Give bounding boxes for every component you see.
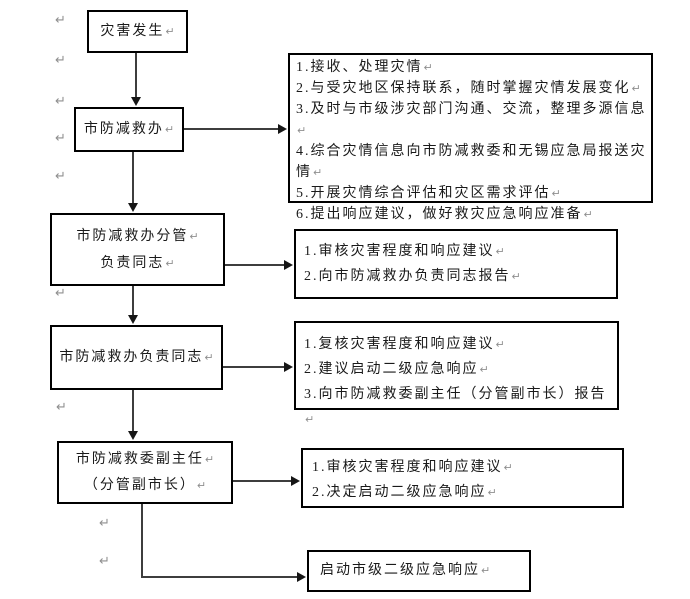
task-item: 3.及时与市级涉灾部门沟通、交流，整理多源信息↵ (296, 102, 647, 137)
connector-office-to-tasks (184, 128, 278, 130)
task-item: 2.向市防减救办负责同志报告↵ (304, 269, 521, 284)
arrow-down-icon (128, 203, 138, 212)
line-return-mark: ↵ (631, 82, 641, 95)
line-return-mark: ↵ (551, 187, 561, 200)
connector-vice-director-to-tasks (233, 480, 291, 482)
node-vice-director-tasks: 1.审核灾害程度和响应建议↵ 2.决定启动二级应急响应↵ (301, 448, 624, 508)
node-label: 市防减救办负责同志↵ (59, 349, 214, 365)
line-return-mark: ↵ (495, 338, 505, 351)
node-label: （分管副市长）↵ (83, 477, 207, 493)
node-label: 负责同志↵ (100, 255, 175, 271)
task-item: 1.接收、处理灾情↵ (296, 60, 433, 75)
node-city-office: 市防减救办↵ (74, 107, 184, 152)
arrow-right-icon (278, 124, 287, 134)
paragraph-return-mark: ↵ (55, 131, 66, 146)
line-return-mark: ↵ (165, 24, 175, 38)
task-item: 5.开展灾情综合评估和灾区需求评估↵ (296, 186, 561, 201)
connector-to-activate-response (141, 576, 297, 578)
line-return-mark: ↵ (196, 478, 207, 492)
line-return-mark: ↵ (204, 350, 214, 364)
paragraph-return-mark: ↵ (55, 286, 66, 301)
line-return-mark: ↵ (487, 486, 497, 499)
connector-vice-director-down (141, 504, 143, 578)
node-deputy-review-tasks: 1.审核灾害程度和响应建议↵ 2.向市防减救办负责同志报告↵ (294, 229, 618, 299)
connector-lead-to-vice-director (132, 390, 134, 431)
line-return-mark: ↵ (479, 363, 489, 376)
connector-deputy-to-tasks (225, 264, 284, 266)
line-return-mark: ↵ (423, 61, 433, 74)
task-item: 3.向市防减救委副主任（分管副市长）报告↵ (304, 387, 607, 426)
line-return-mark: ↵ (495, 245, 505, 258)
line-return-mark: ↵ (503, 461, 513, 474)
paragraph-return-mark: ↵ (55, 53, 66, 68)
arrow-right-icon (284, 362, 293, 372)
node-office-deputy-lead: 市防减救办分管↵ 负责同志↵ (50, 213, 225, 286)
line-return-mark: ↵ (511, 270, 521, 283)
task-item: 4.综合灾情信息向市防减救委和无锡应急局报送灾情↵ (296, 144, 647, 180)
node-activate-level2-response: 启动市级二级应急响应↵ (307, 550, 531, 592)
task-item: 1.审核灾害程度和响应建议↵ (312, 460, 513, 475)
node-label: 启动市级二级应急响应↵ (320, 563, 491, 578)
task-item: 6.提出响应建议，做好救灾应急响应准备↵ (296, 207, 593, 222)
arrow-down-icon (128, 431, 138, 440)
line-return-mark: ↵ (164, 122, 175, 136)
line-return-mark: ↵ (189, 229, 199, 243)
connector-start-to-office (135, 53, 137, 97)
paragraph-return-mark: ↵ (99, 554, 110, 569)
arrow-right-icon (284, 260, 293, 270)
paragraph-return-mark: ↵ (56, 400, 67, 415)
task-item: 2.建议启动二级应急响应↵ (304, 362, 489, 377)
arrow-right-icon (291, 476, 300, 486)
connector-lead-to-tasks (223, 366, 284, 368)
task-item: 1.复核灾害程度和响应建议↵ (304, 337, 505, 352)
arrow-right-icon (297, 572, 306, 582)
line-return-mark: ↵ (204, 452, 215, 466)
paragraph-return-mark: ↵ (99, 516, 110, 531)
node-label: 市防减救办↵ (83, 121, 175, 137)
line-return-mark: ↵ (583, 208, 593, 221)
node-office-tasks: 1.接收、处理灾情↵ 2.与受灾地区保持联系，随时掌握灾情发展变化↵ 3.及时与… (288, 53, 653, 222)
arrow-down-icon (128, 315, 138, 324)
node-label: 市防减救委副主任↵ (75, 451, 215, 467)
line-return-mark: ↵ (305, 413, 315, 426)
arrow-down-icon (131, 97, 141, 106)
connector-office-to-deputy (132, 152, 134, 203)
line-return-mark: ↵ (165, 256, 175, 270)
node-label: 灾害发生↵ (100, 23, 175, 39)
connector-deputy-to-lead (132, 286, 134, 315)
paragraph-return-mark: ↵ (55, 94, 66, 109)
node-lead-review-tasks: 1.复核灾害程度和响应建议↵ 2.建议启动二级应急响应↵ 3.向市防减救委副主任… (294, 321, 619, 426)
task-item: 2.与受灾地区保持联系，随时掌握灾情发展变化↵ (296, 81, 641, 96)
line-return-mark: ↵ (297, 124, 307, 137)
line-return-mark: ↵ (313, 166, 323, 179)
line-return-mark: ↵ (481, 564, 491, 577)
task-item: 2.决定启动二级应急响应↵ (312, 485, 497, 500)
paragraph-return-mark: ↵ (55, 13, 66, 28)
node-office-lead: 市防减救办负责同志↵ (50, 325, 223, 390)
paragraph-return-mark: ↵ (55, 169, 66, 184)
node-label: 市防减救办分管↵ (76, 228, 199, 244)
task-item: 1.审核灾害程度和响应建议↵ (304, 244, 505, 259)
node-committee-vice-director: 市防减救委副主任↵ （分管副市长）↵ (57, 441, 233, 504)
node-disaster-occurs: 灾害发生↵ (87, 10, 188, 53)
